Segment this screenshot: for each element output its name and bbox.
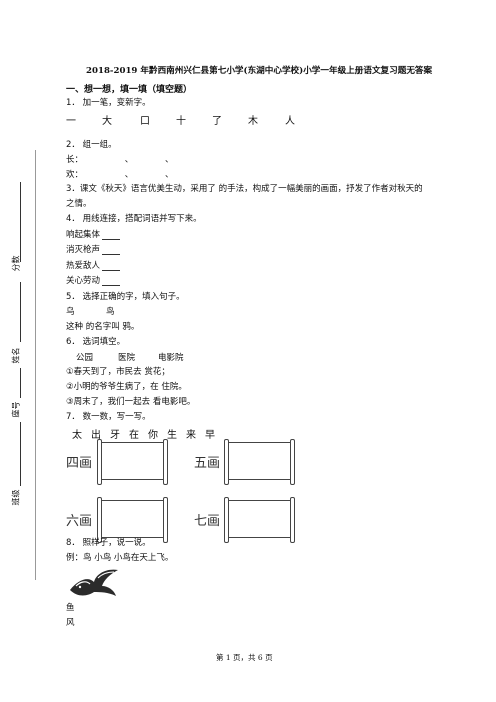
q6-word: 电影院	[158, 353, 184, 363]
q7-char: 来	[186, 430, 196, 441]
fill-line	[20, 368, 21, 398]
q2-sep: 、	[165, 170, 174, 180]
q7-char: 在	[129, 430, 139, 441]
q8-example: 例：鸟 小鸟 小鸟在天上飞。	[66, 553, 174, 563]
q4-stem: 4． 用线连接，搭配词语并写下来。	[66, 214, 202, 224]
q8-item: 鱼	[66, 603, 75, 613]
answer-scroll	[224, 497, 295, 543]
answer-scroll	[97, 497, 168, 543]
q5-opt: 乌	[66, 307, 75, 317]
q6-word: 公园	[76, 353, 94, 363]
box-label: 五画	[194, 456, 221, 471]
q7-char: 太	[72, 430, 82, 441]
box-label: 六画	[66, 514, 93, 529]
q1-stem: 1． 加一笔，变新字。	[66, 98, 151, 108]
q7-char: 生	[167, 430, 177, 441]
q3-line1: 3．课文《秋天》语言优美生动，采用了 的手法，构成了一幅美丽的画面，抒发了作者对…	[66, 184, 423, 194]
q2-sep: 、	[124, 170, 130, 180]
q6-stem: 6． 选词填空。	[66, 337, 126, 347]
q2-row2: 欢： 、 、	[66, 170, 174, 180]
q2-sep: 、	[165, 155, 174, 165]
answer-line	[102, 270, 120, 271]
q6-sentence: ②小明的爷爷生病了，在 住院。	[66, 382, 187, 392]
q2-row1: 长： 、 、	[66, 155, 174, 165]
side-label-seat: 座号	[11, 401, 21, 418]
q5-opt: 鸟	[106, 307, 115, 317]
q4-item: 响起集体	[66, 230, 101, 240]
box-label: 七画	[194, 514, 221, 529]
fill-line	[20, 422, 21, 486]
q1-char: 木	[248, 116, 258, 127]
q7-char: 出	[91, 430, 101, 441]
binding-line	[35, 150, 36, 580]
fill-line	[20, 282, 21, 342]
q3-line2: 之情。	[66, 199, 92, 209]
q6-word: 医院	[118, 353, 136, 363]
q8-item: 风	[66, 618, 75, 628]
q4-item: 消灭枪声	[66, 245, 101, 255]
answer-scroll	[224, 439, 295, 485]
q4-item: 热爱敌人	[66, 261, 101, 271]
q1-char: 了	[212, 116, 222, 127]
q5-sentence: 这种 的名字叫 鸦。	[66, 322, 140, 332]
answer-line	[102, 239, 120, 240]
box-label: 四画	[66, 456, 93, 471]
q1-char: 十	[176, 116, 186, 127]
q2-sep: 、	[124, 155, 130, 165]
q2-stem: 2． 组一组。	[66, 140, 117, 150]
q5-stem: 5． 选择正确的字，填入句子。	[66, 292, 185, 302]
q1-char: 一	[66, 116, 76, 127]
bird-illustration	[70, 569, 118, 596]
q8-stem: 8． 照样子，说一说。	[66, 538, 151, 548]
q4-item: 关心劳动	[66, 276, 101, 286]
side-label-name: 姓名	[11, 347, 21, 364]
q1-char: 口	[140, 116, 150, 127]
q2-label: 长：	[66, 155, 79, 165]
q7-stem: 7． 数一数，写一写。	[66, 412, 151, 422]
page-footer: 第 1 页，共 6 页	[216, 653, 273, 662]
q1-char: 大	[102, 116, 112, 127]
side-label-class: 班级	[11, 489, 21, 506]
answer-scroll	[97, 439, 168, 485]
q7-char: 你	[148, 430, 158, 441]
q1-char: 人	[285, 116, 295, 127]
q6-sentence: ①春天到了，市民去 赏花；	[66, 367, 170, 377]
answer-line	[102, 254, 120, 255]
fill-line	[20, 182, 21, 262]
answer-line	[102, 285, 120, 286]
q7-char: 早	[205, 430, 215, 441]
q2-label: 欢：	[66, 170, 79, 180]
q7-char: 牙	[110, 430, 120, 441]
q6-sentence: ③周末了，我们一起去 看电影吧。	[66, 397, 196, 407]
page-title: 2018-2019 年黔西南州兴仁县第七小学(东湖中心学校)小学一年级上册语文复…	[86, 66, 433, 76]
section-heading: 一、想一想，填一填（填空题）	[66, 85, 193, 95]
